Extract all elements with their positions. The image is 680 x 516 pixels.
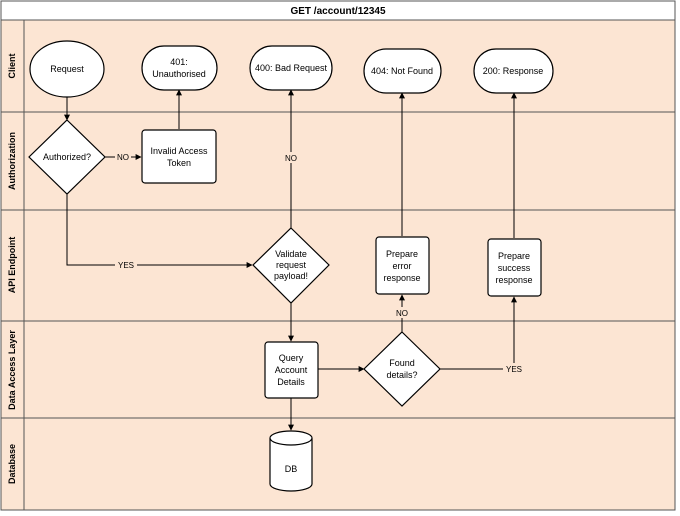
edge-labels: NO YES NO NO YES [115, 151, 525, 374]
node-db-label: DB [285, 464, 298, 474]
lane-label-database: Database [7, 444, 17, 484]
node-request: Request [29, 40, 105, 98]
node-found-line-1: Found [389, 358, 415, 368]
node-404-not-found: 404: Not Found [363, 48, 442, 94]
lane-database: Database [0, 417, 676, 511]
node-validate-line-1: Validate [275, 249, 307, 259]
node-prepare-error-response: Prepare error response [375, 236, 430, 295]
lane-authorization: Authorization [0, 111, 676, 211]
node-validate-decision: Validate request payload! [252, 227, 330, 304]
node-400-label: 400: Bad Request [255, 63, 328, 73]
node-found-line-2: details? [386, 370, 417, 380]
node-invalid-token-line-2: Token [167, 158, 191, 168]
node-prepare-error-line-2: error [392, 261, 411, 271]
node-prepare-success-line-2: success [498, 263, 531, 273]
node-prepare-error-line-1: Prepare [386, 249, 418, 259]
node-query-account-details: Query Account Details [264, 341, 319, 399]
node-prepare-success-response: Prepare success response [487, 238, 542, 297]
node-401-line-1: 401: [170, 57, 188, 67]
node-prepare-success-line-1: Prepare [498, 251, 530, 261]
node-authorized-decision: Authorized? [28, 119, 106, 195]
edge-label-yes-authorized: YES [118, 261, 134, 270]
node-400-bad-request: 400: Bad Request [249, 45, 333, 91]
node-invalid-access-token: Invalid Access Token [141, 129, 217, 184]
node-query-line-2: Account [275, 365, 308, 375]
lane-label-client: Client [7, 53, 17, 78]
node-401-unauthorised: 401: Unauthorised [141, 45, 218, 91]
node-200-response: 200: Response [473, 48, 554, 94]
diagram-title: GET /account/12345 [290, 6, 385, 17]
node-query-line-3: Details [277, 377, 305, 387]
edge-authorized-yes-to-validate [66, 194, 253, 268]
node-200-label: 200: Response [483, 66, 544, 76]
pool-header: GET /account/12345 [0, 0, 676, 21]
node-db-cylinder: DB [269, 430, 313, 492]
lane-label-api-endpoint: API Endpoint [7, 237, 17, 294]
node-prepare-error-line-3: response [383, 273, 420, 283]
node-401-line-2: Unauthorised [152, 69, 206, 79]
lane-label-data-access-layer: Data Access Layer [7, 330, 17, 410]
edge-label-no-found: NO [396, 309, 408, 318]
node-found-decision: Found details? [363, 331, 441, 407]
lane-label-authorization: Authorization [7, 132, 17, 190]
node-validate-line-3: payload! [274, 271, 308, 281]
edge-label-no-authorized: NO [117, 153, 129, 162]
node-invalid-token-line-1: Invalid Access [150, 146, 208, 156]
node-query-line-1: Query [279, 353, 304, 363]
nodes: Request 401: Unauthorised 400: Bad Reque… [28, 40, 554, 492]
node-request-label: Request [50, 64, 84, 74]
node-404-label: 404: Not Found [371, 66, 433, 76]
edge-label-no-validate: NO [285, 154, 297, 163]
node-authorized-label: Authorized? [43, 152, 91, 162]
edge-label-yes-found: YES [506, 365, 522, 374]
node-prepare-success-line-3: response [495, 275, 532, 285]
node-validate-line-2: request [276, 260, 307, 270]
